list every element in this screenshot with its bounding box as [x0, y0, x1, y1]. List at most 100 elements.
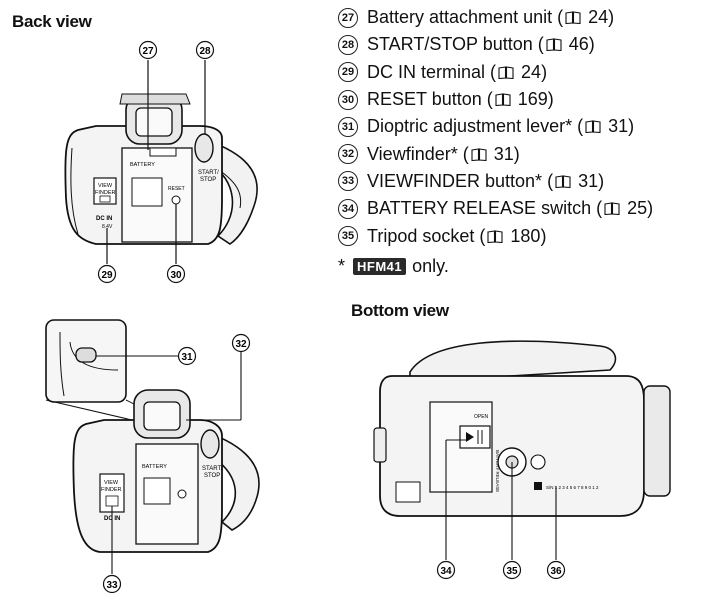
- part-item: 34 BATTERY RELEASE switch ( 25): [338, 195, 708, 222]
- reset-label: RESET: [168, 186, 185, 192]
- back-view-detail-illustration: START/ STOP BATTERY VIEW FINDER DC IN 31…: [45, 319, 260, 594]
- part-label: Battery attachment unit: [367, 7, 553, 28]
- dcin-label: DC IN: [96, 216, 112, 222]
- book-icon: [565, 11, 581, 25]
- back-view-heading: Back view: [12, 12, 92, 31]
- footnote: * HFM41 only.: [338, 256, 449, 277]
- part-label: RESET button: [367, 89, 482, 110]
- callout-27: 27: [138, 40, 158, 60]
- svg-text:32: 32: [235, 339, 247, 350]
- part-number: 31: [338, 116, 358, 137]
- page-ref: ( 31): [572, 116, 635, 137]
- part-label: DC IN terminal: [367, 61, 486, 82]
- part-item: 28 START/STOP button ( 46): [338, 31, 708, 58]
- part-number: 28: [338, 34, 358, 55]
- parts-list: 27 Battery attachment unit ( 24) 28 START/S…: [338, 4, 708, 250]
- page-ref: ( 169): [481, 89, 554, 110]
- finder-label: FINDER: [95, 190, 116, 196]
- page-ref: ( 24): [485, 61, 548, 82]
- battery-label-2: BATTERY: [142, 464, 167, 470]
- svg-text:35: 35: [506, 566, 518, 577]
- callout-36: 36: [546, 560, 566, 580]
- part-number: 27: [338, 7, 358, 28]
- callout-33: 33: [102, 574, 122, 594]
- book-icon: [585, 120, 601, 134]
- callout-30: 30: [166, 264, 186, 284]
- back-view-illustration: START/ STOP BATTERY RESET VIEW FINDER DC…: [64, 40, 258, 284]
- part-label: START/STOP button: [367, 34, 533, 55]
- svg-text:34: 34: [440, 566, 452, 577]
- part-item: 27 Battery attachment unit ( 24): [338, 4, 708, 31]
- part-number: 35: [338, 226, 358, 247]
- stop-label: STOP: [200, 177, 216, 183]
- callout-31: 31: [177, 346, 197, 366]
- page-number: 31: [608, 116, 629, 137]
- callout-32: 32: [231, 333, 251, 353]
- part-item: 30 RESET button ( 169): [338, 86, 708, 113]
- svg-text:29: 29: [101, 270, 113, 281]
- part-number: 32: [338, 144, 358, 165]
- part-label: Dioptric adjustment lever*: [367, 116, 573, 137]
- part-number: 30: [338, 89, 358, 110]
- part-item: 33 VIEWFINDER button* ( 31): [338, 168, 708, 195]
- serial-label: S/N 1 2 3 4 5 6 7 8 9 0 1 2: [546, 485, 599, 490]
- battery-release-label: BATTERY RELEASE: [495, 450, 500, 492]
- page-number: 31: [493, 143, 514, 164]
- svg-text:27: 27: [142, 46, 154, 57]
- callout-29: 29: [97, 264, 117, 284]
- view-label-2: VIEW: [104, 480, 119, 486]
- book-icon: [604, 202, 620, 216]
- book-icon: [498, 66, 514, 79]
- part-label: Tripod socket: [367, 225, 475, 246]
- page-number: 24: [521, 61, 542, 82]
- page-ref: ( 31): [542, 170, 605, 191]
- page-ref: ( 46): [532, 34, 595, 55]
- finder-label-2: FINDER: [101, 487, 122, 493]
- book-icon: [487, 229, 503, 243]
- page-ref: ( 25): [591, 198, 654, 219]
- book-icon: [495, 93, 511, 107]
- stop-label-2: STOP: [204, 473, 220, 479]
- book-icon: [471, 147, 487, 161]
- footnote-star: *: [338, 256, 346, 276]
- battery-label: BATTERY: [130, 162, 155, 168]
- part-label: Viewfinder*: [367, 143, 458, 164]
- part-item: 35 Tripod socket ( 180): [338, 222, 708, 249]
- part-item: 31 Dioptric adjustment lever* ( 31): [338, 113, 708, 140]
- page-ref: ( 180): [474, 225, 547, 246]
- part-number: 29: [338, 62, 358, 83]
- svg-text:28: 28: [199, 46, 211, 57]
- book-icon: [555, 175, 571, 188]
- footnote-text: only.: [412, 256, 449, 276]
- book-icon: [546, 38, 562, 52]
- start-label: START/: [198, 170, 219, 176]
- part-label: VIEWFINDER button*: [367, 170, 543, 191]
- part-label: BATTERY RELEASE switch: [367, 198, 592, 219]
- page-number: 169: [517, 89, 548, 110]
- part-item: 29 DC IN terminal ( 24): [338, 59, 708, 86]
- callout-35: 35: [502, 560, 522, 580]
- svg-text:36: 36: [550, 566, 562, 577]
- volt-label: 8.4V: [102, 224, 113, 230]
- bottom-view-illustration: OPEN BATTERY RELEASE S/N 1 2 3 4 5 6 7 8…: [373, 340, 671, 580]
- callout-34: 34: [436, 560, 456, 580]
- page-number: 46: [568, 34, 589, 55]
- open-label: OPEN: [474, 414, 489, 420]
- svg-text:33: 33: [106, 580, 118, 591]
- svg-text:31: 31: [181, 352, 193, 363]
- model-badge: HFM41: [353, 258, 407, 275]
- page-number: 180: [510, 225, 541, 246]
- bottom-view-heading: Bottom view: [351, 301, 449, 320]
- page-ref: ( 24): [552, 7, 615, 28]
- part-number: 33: [338, 171, 358, 192]
- start-label-2: START/: [202, 466, 223, 472]
- svg-text:30: 30: [170, 270, 182, 281]
- part-number: 34: [338, 198, 358, 219]
- page-number: 31: [578, 170, 599, 191]
- page-number: 25: [627, 198, 648, 219]
- part-item: 32 Viewfinder* ( 31): [338, 140, 708, 167]
- page-ref: ( 31): [457, 143, 520, 164]
- view-label: VIEW: [98, 183, 113, 189]
- page-number: 24: [588, 7, 609, 28]
- callout-28: 28: [195, 40, 215, 60]
